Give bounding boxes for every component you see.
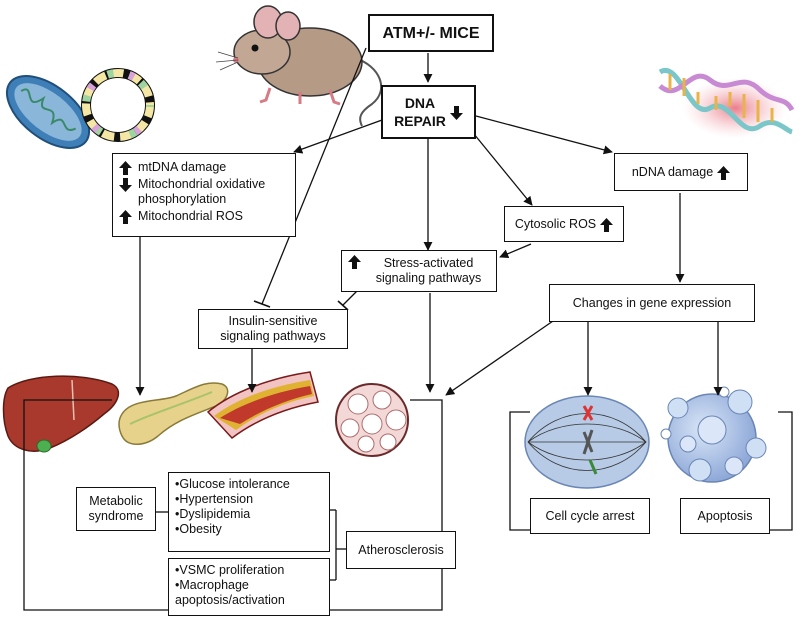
mitochondrion-illustration	[5, 75, 91, 149]
atherosclerosis-box: Atherosclerosis	[346, 531, 456, 569]
apoptotic-cell-illustration	[660, 386, 767, 483]
athero-item: Macrophage apoptosis/activation	[175, 578, 323, 608]
cell-bracket-right	[770, 411, 793, 531]
dna-repair-line1: DNA	[404, 95, 436, 111]
up-arrow-icon	[119, 161, 132, 175]
mitochondria-effects-box: mtDNA damage Mitochondrial oxidative pho…	[112, 153, 296, 237]
syndrome-item: Glucose intolerance	[175, 477, 323, 492]
stress-pathways-text: Stress-activated signaling pathways	[375, 256, 482, 285]
dna-helix-illustration	[658, 67, 795, 138]
arrow-repair-to-cytosolic	[473, 133, 533, 206]
metabolic-syndrome-text: Metabolic syndrome	[88, 494, 144, 523]
mtdna-damage-text: mtDNA damage	[138, 160, 227, 174]
athero-list: VSMC proliferation Macrophage apoptosis/…	[175, 563, 323, 608]
arrow-cytosolic-to-stress	[499, 243, 532, 259]
mito-ros-row: Mitochondrial ROS	[119, 209, 289, 224]
syndrome-list-box: Glucose intolerance Hypertension Dyslipi…	[168, 472, 330, 552]
atm-mice-box: ATM+/- MICE	[368, 14, 494, 52]
mitotic-spindle-illustration	[524, 395, 650, 489]
cell-bracket-left	[509, 411, 530, 531]
syndrome-item: Dyslipidemia	[175, 507, 323, 522]
arrow-gene-to-organs	[445, 320, 554, 396]
up-arrow-icon	[119, 210, 132, 224]
arrow-repair-to-mito	[293, 119, 383, 154]
ndna-damage-text: nDNA damage	[631, 164, 714, 179]
cell-cycle-arrest-text: Cell cycle arrest	[545, 508, 635, 523]
ndna-damage-box: nDNA damage	[614, 153, 748, 191]
stress-pathways-box: Stress-activated signaling pathways	[341, 250, 497, 292]
gene-expression-text: Changes in gene expression	[572, 295, 732, 310]
artery-illustration	[206, 371, 319, 440]
dna-repair-line2: REPAIR	[394, 113, 446, 129]
insulin-pathways-box: Insulin-sensitive signaling pathways	[198, 309, 348, 349]
insulin-pathways-text: Insulin-sensitive signaling pathways	[220, 314, 326, 343]
atherosclerosis-text: Atherosclerosis	[358, 542, 444, 557]
liver-illustration	[2, 375, 120, 453]
arrow-repair-to-ndna	[475, 115, 613, 155]
mtdna-ring-illustration	[81, 68, 155, 142]
atherosclerosis-factors-box: VSMC proliferation Macrophage apoptosis/…	[168, 558, 330, 616]
cytosolic-ros-text: Cytosolic ROS	[514, 216, 597, 231]
athero-item: VSMC proliferation	[175, 563, 323, 578]
up-arrow-icon	[717, 165, 731, 180]
oxphos-row: Mitochondrial oxidative phosphorylation	[119, 177, 289, 207]
down-arrow-icon	[119, 178, 132, 192]
cytosolic-ros-box: Cytosolic ROS	[504, 206, 624, 242]
cell-cycle-arrest-box: Cell cycle arrest	[530, 498, 650, 534]
oxphos-text: Mitochondrial oxidative phosphorylation	[138, 177, 266, 206]
gene-expression-box: Changes in gene expression	[549, 284, 755, 322]
syndrome-list: Glucose intolerance Hypertension Dyslipi…	[175, 477, 323, 537]
up-arrow-icon	[348, 255, 361, 269]
apoptosis-text: Apoptosis	[697, 508, 753, 523]
apoptosis-box: Apoptosis	[680, 498, 770, 534]
atm-mice-title: ATM+/- MICE	[382, 24, 480, 42]
metabolic-syndrome-box: Metabolic syndrome	[76, 487, 156, 531]
syndrome-item: Hypertension	[175, 492, 323, 507]
adipose-tissue-illustration	[335, 383, 409, 457]
inhibit-mice-to-insulin	[261, 47, 367, 305]
mouse-illustration	[215, 5, 383, 127]
up-arrow-icon	[600, 217, 614, 232]
mito-ros-text: Mitochondrial ROS	[138, 209, 243, 223]
dna-repair-box: DNA REPAIR	[381, 85, 476, 139]
mtdna-damage-row: mtDNA damage	[119, 160, 289, 175]
down-arrow-icon	[449, 105, 463, 120]
syndrome-item: Obesity	[175, 522, 323, 537]
